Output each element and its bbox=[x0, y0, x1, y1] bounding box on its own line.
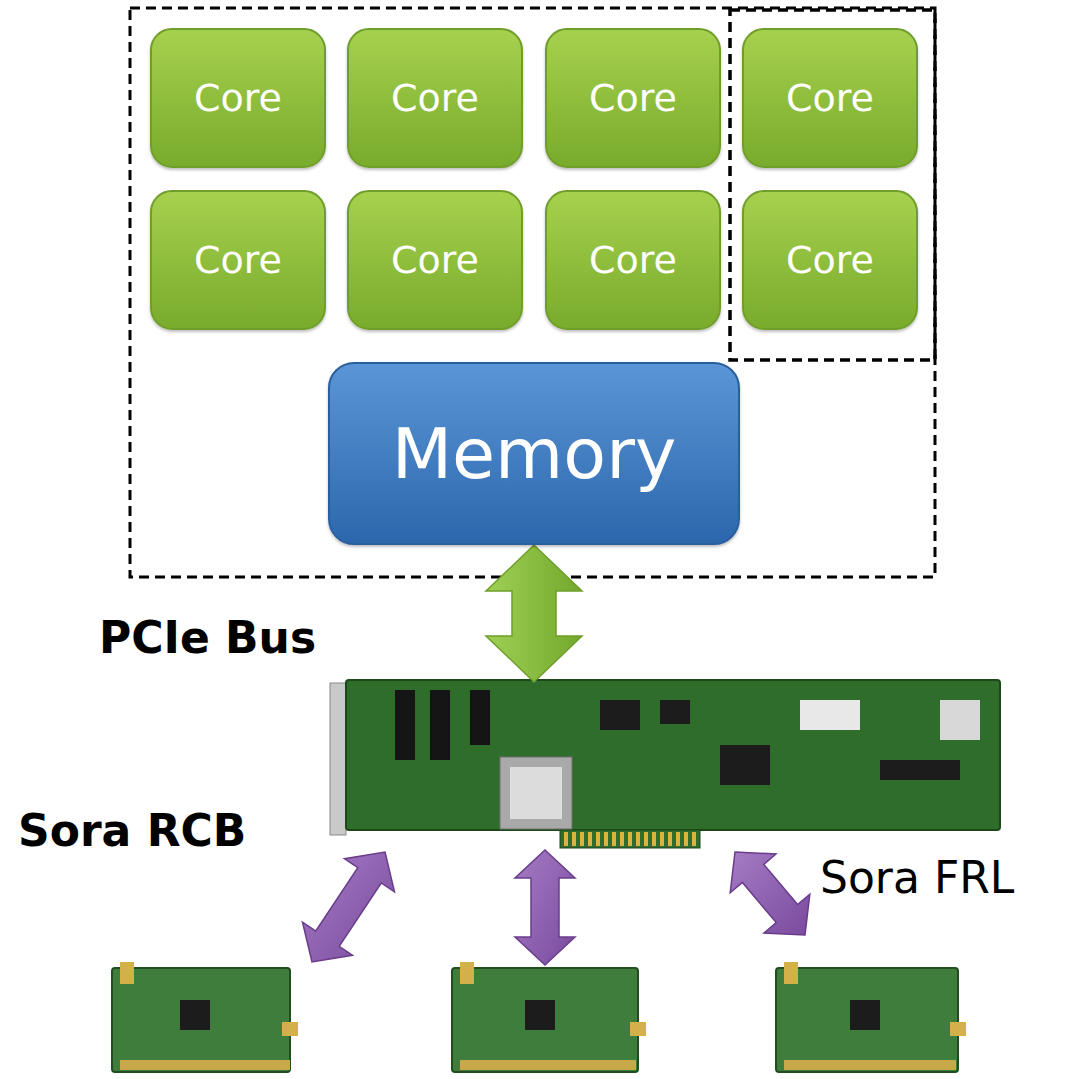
bus-label: PCIe Bus bbox=[95, 612, 320, 663]
memory-box: Memory bbox=[328, 362, 740, 545]
radio-board bbox=[776, 962, 966, 1072]
card-socket bbox=[395, 690, 415, 760]
card-board bbox=[346, 680, 1000, 830]
card-chip bbox=[720, 745, 770, 785]
card-chip bbox=[880, 760, 960, 780]
card-socket bbox=[470, 690, 490, 745]
link-label: Sora FRL bbox=[820, 852, 1014, 903]
pcie-arrow bbox=[486, 545, 582, 682]
core-box: Core bbox=[150, 190, 326, 330]
card-connector bbox=[800, 700, 860, 730]
fpga-lid bbox=[510, 767, 562, 819]
card-chip bbox=[660, 700, 690, 724]
radio-board bbox=[112, 962, 298, 1072]
radio-pcb bbox=[112, 968, 290, 1072]
core-box: Core bbox=[742, 28, 918, 168]
sma-connector bbox=[460, 962, 474, 984]
box-label: Core bbox=[589, 76, 677, 120]
radio-pcb bbox=[452, 968, 638, 1072]
box-label: Core bbox=[786, 76, 874, 120]
core-group-boundary bbox=[730, 10, 935, 360]
gold-fingers bbox=[566, 832, 694, 846]
card-bracket bbox=[330, 683, 346, 835]
box-label: Core bbox=[391, 238, 479, 282]
core-box: Core bbox=[545, 28, 721, 168]
sma-connector bbox=[630, 1022, 646, 1036]
core-box: Core bbox=[150, 28, 326, 168]
radio-pcb bbox=[776, 968, 958, 1072]
card-socket bbox=[430, 690, 450, 760]
host-boundary bbox=[130, 8, 935, 577]
frl-arrow bbox=[303, 852, 395, 962]
box-label: Core bbox=[194, 238, 282, 282]
sma-connector bbox=[950, 1022, 966, 1036]
core-box: Core bbox=[347, 190, 523, 330]
box-label: Core bbox=[391, 76, 479, 120]
sma-connector bbox=[120, 962, 134, 984]
box-label: Core bbox=[589, 238, 677, 282]
core-box: Core bbox=[347, 28, 523, 168]
card-edge-connector bbox=[560, 830, 700, 848]
card-heading: Sora RCB bbox=[18, 805, 246, 856]
sora-rcb-card: Sora RCB bbox=[346, 682, 1000, 830]
card-label bbox=[940, 700, 980, 740]
core-box: Core bbox=[545, 190, 721, 330]
box-label: Memory bbox=[392, 413, 677, 495]
radio-header bbox=[460, 1060, 636, 1070]
box-label: Core bbox=[194, 76, 282, 120]
frl-arrow bbox=[730, 852, 810, 935]
radio-board bbox=[452, 962, 646, 1072]
sma-connector bbox=[282, 1022, 298, 1036]
radio-chip bbox=[850, 1000, 880, 1030]
core-box: Core bbox=[742, 190, 918, 330]
radio-header bbox=[120, 1060, 290, 1070]
box-label: Core bbox=[786, 238, 874, 282]
radio-chip bbox=[180, 1000, 210, 1030]
card-chip bbox=[600, 700, 640, 730]
fpga-chip bbox=[500, 757, 572, 829]
radio-chip bbox=[525, 1000, 555, 1030]
sma-connector bbox=[784, 962, 798, 984]
radio-header bbox=[784, 1060, 956, 1070]
frl-arrow bbox=[515, 850, 575, 965]
